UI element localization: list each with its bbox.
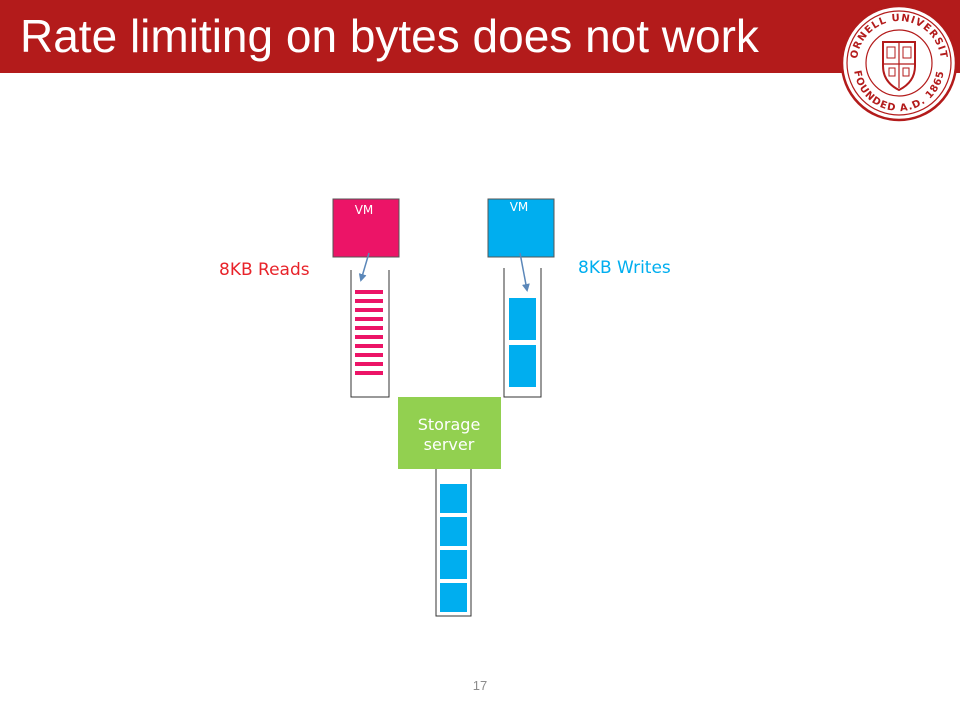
- read-request: [355, 299, 383, 303]
- write-request: [509, 298, 536, 340]
- storage-server: [398, 397, 501, 469]
- server-request: [440, 517, 467, 546]
- read-request: [355, 308, 383, 312]
- server-request: [440, 583, 467, 612]
- read-request: [355, 317, 383, 321]
- reads-queue-items: [355, 290, 383, 375]
- read-request: [355, 290, 383, 294]
- vm-reads-label: VM: [355, 203, 374, 217]
- vm-reads: [332, 198, 400, 258]
- storage-server-label-line1: Storage: [418, 415, 481, 434]
- vm-writes-label: VM: [510, 200, 529, 214]
- read-request: [355, 326, 383, 330]
- reads-queue: [350, 270, 390, 398]
- reads-label: 8KB Reads: [219, 260, 310, 280]
- reads-arrow: [358, 252, 370, 282]
- title-bar: Rate limiting on bytes does not work: [0, 0, 960, 73]
- read-request: [355, 371, 383, 375]
- read-request: [355, 335, 383, 339]
- vm-writes: [487, 198, 555, 258]
- storage-server-label-line2: server: [424, 435, 475, 454]
- server-request: [440, 484, 467, 513]
- writes-queue: [503, 268, 542, 398]
- slide-title: Rate limiting on bytes does not work: [20, 10, 759, 62]
- writes-label: 8KB Writes: [578, 258, 671, 278]
- server-request: [440, 550, 467, 579]
- page-number: 17: [472, 678, 488, 693]
- write-request: [509, 345, 536, 387]
- writes-arrow: [519, 252, 530, 292]
- read-request: [355, 362, 383, 366]
- server-queue-items: [440, 484, 467, 612]
- read-request: [355, 344, 383, 348]
- cornell-seal-icon: CORNELL UNIVERSITY FOUNDED A.D. 1865: [840, 4, 958, 122]
- writes-queue-items: [509, 298, 536, 387]
- server-queue: [435, 469, 472, 617]
- read-request: [355, 353, 383, 357]
